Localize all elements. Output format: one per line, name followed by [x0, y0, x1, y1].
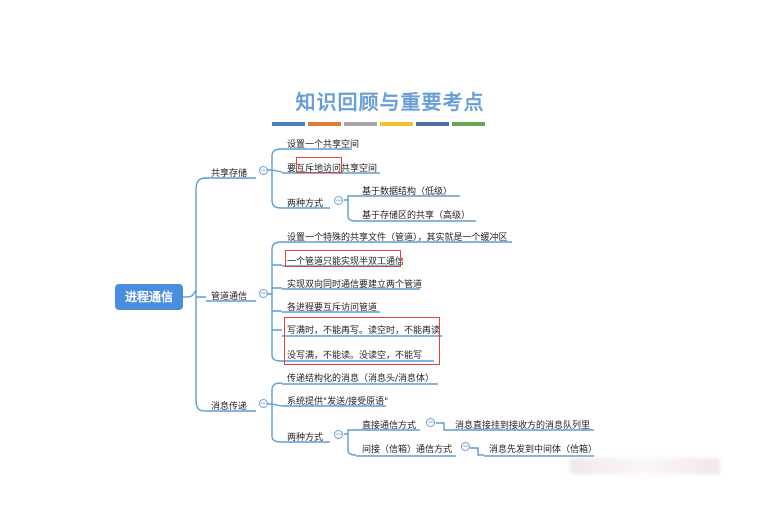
stripe: [308, 122, 341, 126]
watermark-blur: [570, 458, 720, 474]
collapse-icon[interactable]: −: [461, 442, 470, 452]
highlight-box: [285, 250, 401, 267]
highlight-box: [296, 157, 342, 173]
node-shared-mode[interactable]: 基于存储区的共享（高级）: [362, 211, 471, 221]
node-message-item[interactable]: 传递结构化的消息（消息头/消息体）: [287, 374, 435, 384]
connector-shared: [268, 148, 283, 209]
root-node[interactable]: 进程通信: [115, 284, 183, 310]
collapse-icon[interactable]: −: [334, 196, 343, 206]
node-indirect-mode[interactable]: 间接（信箱）通信方式: [362, 445, 453, 455]
node-shared-mode[interactable]: 基于数据结构（低级）: [362, 187, 453, 197]
stripe: [416, 122, 449, 126]
node-shared-item[interactable]: 要互斥地访问共享空间: [287, 164, 378, 174]
node-message-item[interactable]: 系统提供"发送/接受原语": [287, 397, 389, 407]
connector-shared-modes: [344, 195, 357, 222]
collapse-icon[interactable]: −: [334, 430, 343, 440]
node-direct-mode[interactable]: 直接通信方式: [362, 421, 417, 431]
collapse-icon[interactable]: −: [259, 399, 268, 409]
stripe: [452, 122, 485, 126]
node-pipe-item[interactable]: 没写满，不能读。没读空，不能写: [287, 351, 423, 361]
page-title: 知识回顾与重要考点: [295, 90, 485, 114]
node-shared-modes[interactable]: 两种方式: [287, 199, 324, 209]
node-message-passing[interactable]: 消息传递: [211, 402, 248, 412]
node-shared-storage[interactable]: 共享存储: [211, 169, 248, 179]
connector-pipe: [268, 241, 283, 362]
node-pipe-item[interactable]: 一个管道只能实现半双工通信: [287, 257, 405, 267]
node-direct-desc[interactable]: 消息直接挂到接收方的消息队列里: [455, 421, 591, 431]
collapse-icon[interactable]: −: [259, 166, 268, 176]
node-pipe-item[interactable]: 写满时，不能再写。读空时，不能再读: [287, 326, 441, 336]
node-indirect-desc[interactable]: 消息先发到中间体（信箱）: [489, 445, 598, 455]
stripe: [344, 122, 377, 126]
highlight-box: [284, 317, 440, 365]
node-shared-item[interactable]: 设置一个共享空间: [287, 140, 360, 150]
connector-root: [182, 177, 207, 412]
stripe: [272, 122, 305, 126]
node-pipe-communication[interactable]: 管道通信: [211, 292, 248, 302]
node-pipe-item[interactable]: 设置一个特殊的共享文件（管道），其实就是一个缓冲区: [287, 233, 508, 243]
stripe: [380, 122, 413, 126]
connector-message-modes: [344, 429, 357, 456]
node-message-modes[interactable]: 两种方式: [287, 433, 324, 443]
node-pipe-item[interactable]: 实现双向同时通信要建立两个管道: [287, 280, 423, 290]
collapse-icon[interactable]: −: [259, 289, 268, 299]
node-pipe-item[interactable]: 各进程要互斥访问管道: [287, 303, 378, 313]
collapse-icon[interactable]: −: [426, 418, 435, 428]
title-color-stripes: [272, 122, 485, 126]
connector-message: [268, 382, 283, 443]
